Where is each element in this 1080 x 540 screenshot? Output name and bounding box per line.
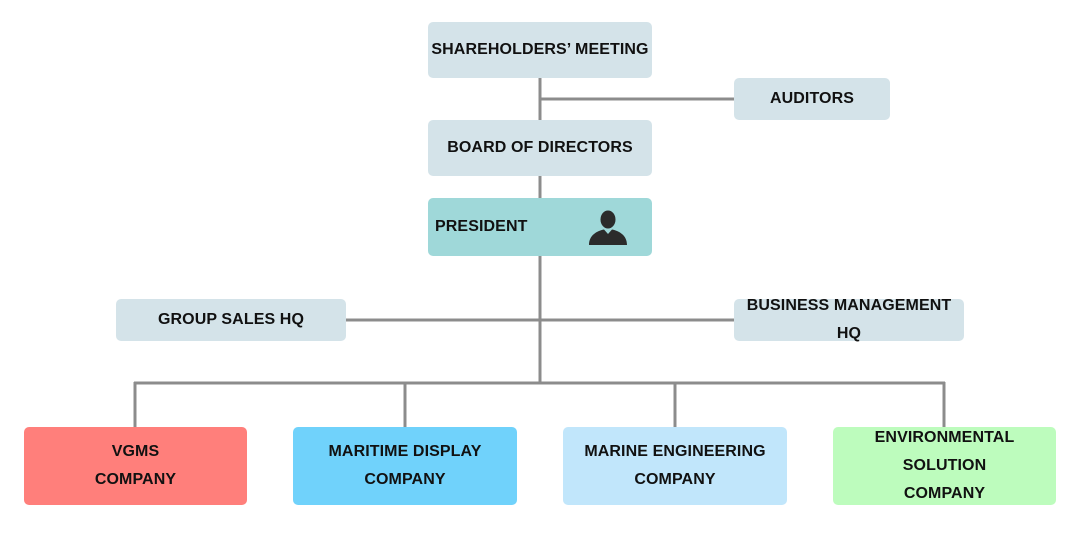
node-label: PRESIDENT xyxy=(435,218,528,235)
node-vgms-company: VGMS COMPANY xyxy=(24,427,247,505)
node-label: SHAREHOLDERS’ MEETING xyxy=(431,41,649,58)
node-business-management-hq: BUSINESS MANAGEMENT HQ xyxy=(734,297,964,342)
node-label: BUSINESS MANAGEMENT HQ xyxy=(746,297,952,342)
node-maritime-display-company: MARITIME DISPLAY COMPANY xyxy=(293,427,517,505)
node-group-sales-hq: GROUP SALES HQ xyxy=(116,299,346,341)
node-marine-engineering-company: MARINE ENGINEERING COMPANY xyxy=(563,427,787,505)
node-president: PRESIDENT xyxy=(428,198,652,256)
node-label: AUDITORS xyxy=(769,90,855,107)
node-shareholders-meeting: SHAREHOLDERS’ MEETING xyxy=(428,22,652,78)
node-label: MARITIME DISPLAY COMPANY xyxy=(328,443,482,488)
node-label: ENVIRONMENTAL SOLUTION COMPANY xyxy=(874,429,1015,502)
node-label: BOARD OF DIRECTORS xyxy=(447,139,633,156)
person-icon xyxy=(589,210,627,245)
node-board-of-directors: BOARD OF DIRECTORS xyxy=(428,120,652,176)
node-label: GROUP SALES HQ xyxy=(157,311,305,328)
node-label: MARINE ENGINEERING COMPANY xyxy=(584,443,766,488)
node-auditors: AUDITORS xyxy=(734,78,890,120)
node-label: VGMS COMPANY xyxy=(94,443,177,488)
node-environmental-solution-company: ENVIRONMENTAL SOLUTION COMPANY xyxy=(833,427,1056,505)
